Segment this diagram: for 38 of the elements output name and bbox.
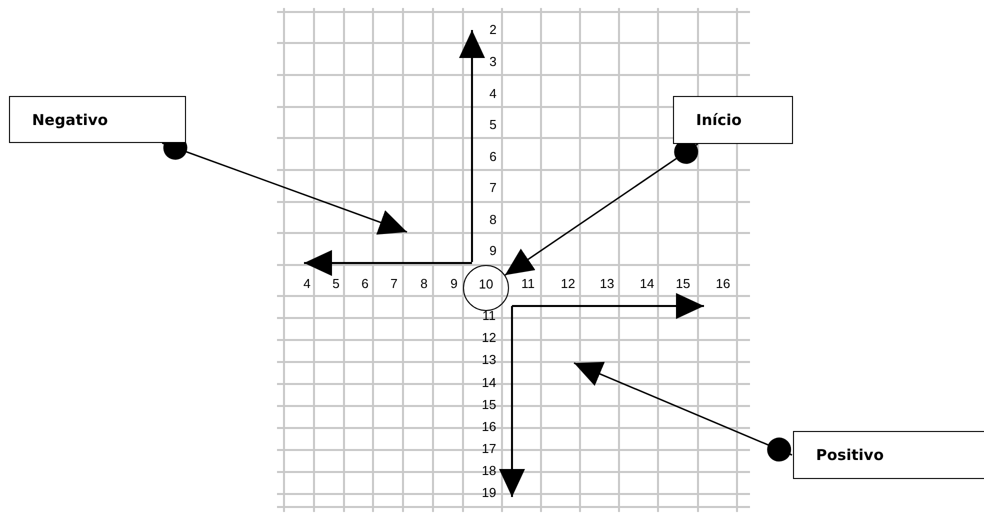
- circle-marker: [463, 265, 509, 311]
- axis-number: 6: [361, 277, 369, 291]
- axis-number: 9: [489, 244, 497, 258]
- axis-number: 19: [482, 486, 496, 500]
- callout-text: Negativo: [31, 110, 108, 128]
- axis-number: 15: [482, 398, 496, 412]
- axis-number: 4: [489, 87, 497, 101]
- axis-number: 16: [482, 420, 496, 434]
- label-box: [673, 96, 793, 144]
- axis-number: 5: [489, 118, 497, 132]
- axis-number: 8: [420, 277, 428, 291]
- axis-number: 18: [482, 464, 496, 478]
- label-box: [9, 96, 186, 143]
- callout-text: Positivo: [815, 446, 884, 464]
- axis-number: 5: [332, 277, 340, 291]
- axis-number: 17: [482, 442, 496, 456]
- leader-line: [574, 362, 792, 462]
- axis-number: 12: [560, 277, 576, 291]
- axis-number: 11: [521, 277, 535, 291]
- axis-number: 2: [489, 23, 497, 37]
- axis-number: 15: [676, 277, 690, 291]
- axis-number: 10: [478, 276, 494, 292]
- label-box: [793, 431, 984, 479]
- axis-number: 11: [482, 309, 496, 323]
- axis-number: 7: [390, 277, 398, 291]
- axis-number: 13: [482, 353, 496, 367]
- axis-number: 14: [640, 277, 654, 291]
- callout-text: Início: [695, 111, 742, 129]
- axis-number: 14: [482, 376, 496, 390]
- axis-number: 12: [482, 331, 496, 345]
- axis-number: 16: [716, 277, 730, 291]
- axis-number: 3: [489, 55, 497, 69]
- axis-number: 7: [489, 181, 497, 195]
- axis-number: 4: [303, 277, 311, 291]
- axis-number: 8: [489, 213, 497, 227]
- axis-number: 6: [489, 150, 497, 164]
- axis-number: 9: [450, 277, 458, 291]
- axis-number: 13: [600, 277, 614, 291]
